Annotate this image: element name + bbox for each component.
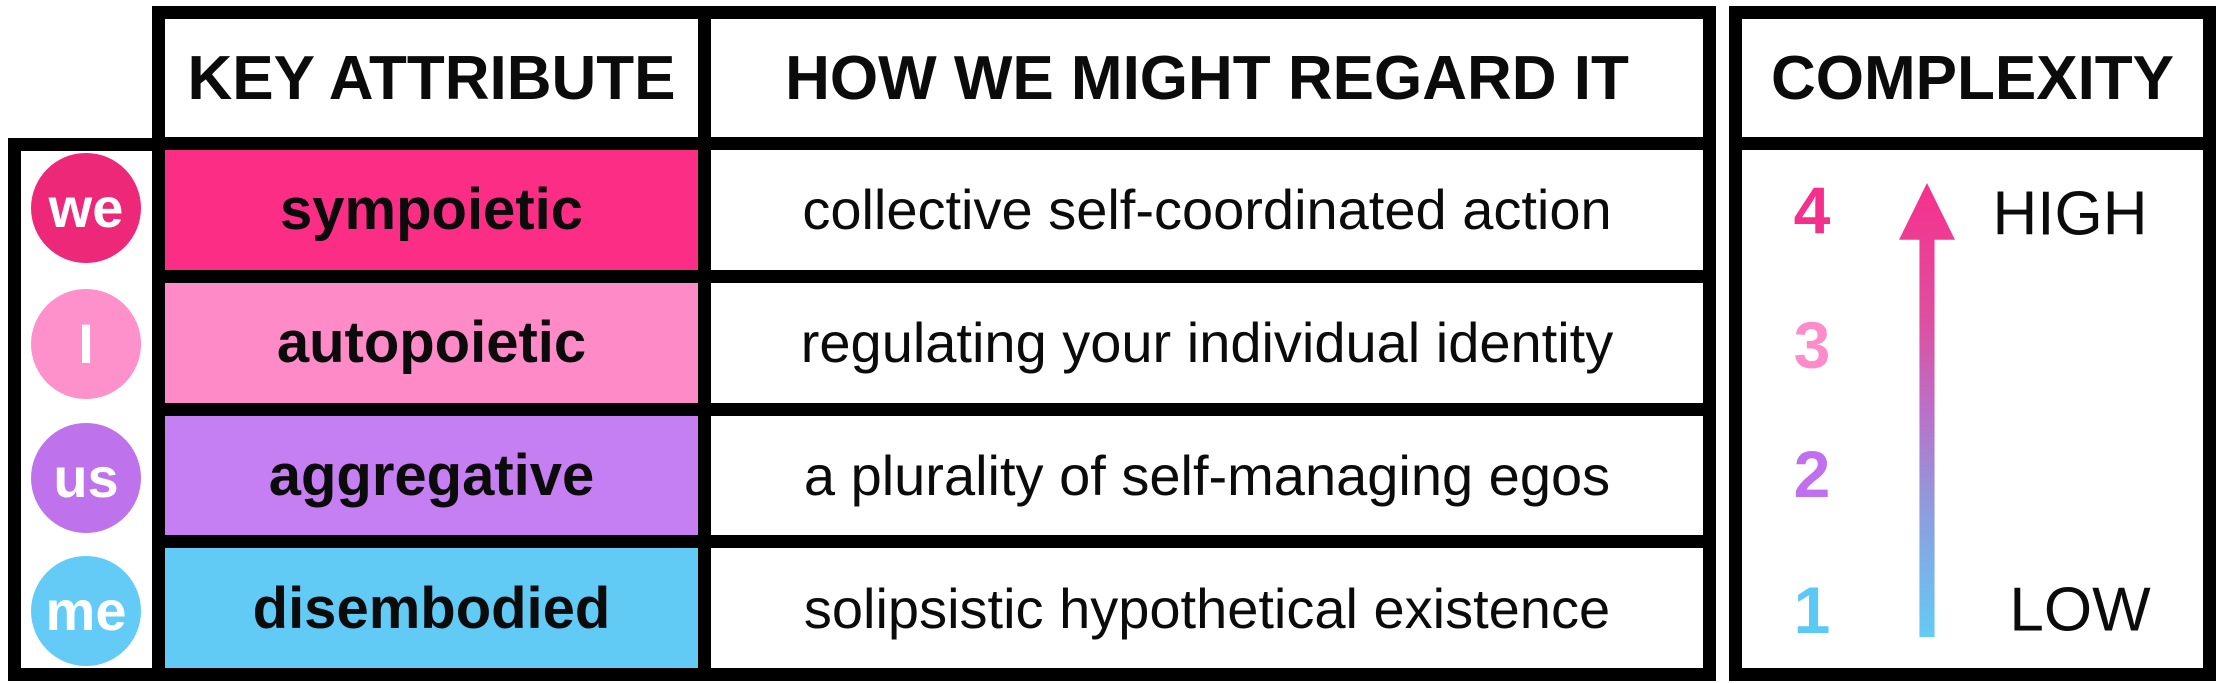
attribute-cell-sympoietic: sympoietic	[165, 150, 698, 270]
pronoun-label-me: me	[45, 579, 127, 642]
attribute-table: KEY ATTRIBUTE HOW WE MIGHT REGARD IT sym…	[152, 6, 1716, 681]
complexity-level-2: 2	[1793, 437, 1831, 511]
description-cell-autopoietic: regulating your individual identity	[711, 282, 1703, 403]
complexity-column: COMPLEXITY 4 3 2 1 HIGH LOW	[1729, 6, 2216, 681]
scale-label-high: HIGH	[1992, 179, 2148, 249]
complexity-arrow-icon	[1899, 183, 1955, 637]
column-header-key-attribute: KEY ATTRIBUTE	[165, 19, 698, 137]
complexity-level-4: 4	[1793, 173, 1831, 247]
column-header-regard: HOW WE MIGHT REGARD IT	[711, 19, 1703, 137]
complexity-level-1: 1	[1793, 573, 1831, 647]
column-header-complexity: COMPLEXITY	[1770, 43, 2175, 113]
description-cell-sympoietic: collective self-coordinated action	[711, 150, 1703, 270]
attribute-cell-disembodied: disembodied	[165, 548, 698, 668]
pronoun-badge-column: we I us me	[8, 138, 165, 681]
pronoun-label-us: us	[53, 446, 119, 509]
attribute-cell-aggregative: aggregative	[165, 415, 698, 536]
pronoun-badge-we: we	[31, 153, 141, 263]
attribute-cell-autopoietic: autopoietic	[165, 282, 698, 403]
scale-label-low: LOW	[2009, 575, 2151, 645]
description-cell-aggregative: a plurality of self-managing egos	[711, 415, 1703, 536]
pronoun-badge-me: me	[31, 556, 141, 666]
description-cell-disembodied: solipsistic hypothetical existence	[711, 548, 1703, 668]
pronoun-label-we: we	[48, 176, 124, 239]
pronoun-label-i: I	[78, 312, 94, 375]
complexity-scale: 4 3 2 1 HIGH LOW	[1742, 150, 2203, 668]
complexity-level-3: 3	[1793, 308, 1831, 382]
pronoun-badge-us: us	[31, 423, 141, 533]
pronoun-badge-i: I	[31, 289, 141, 399]
